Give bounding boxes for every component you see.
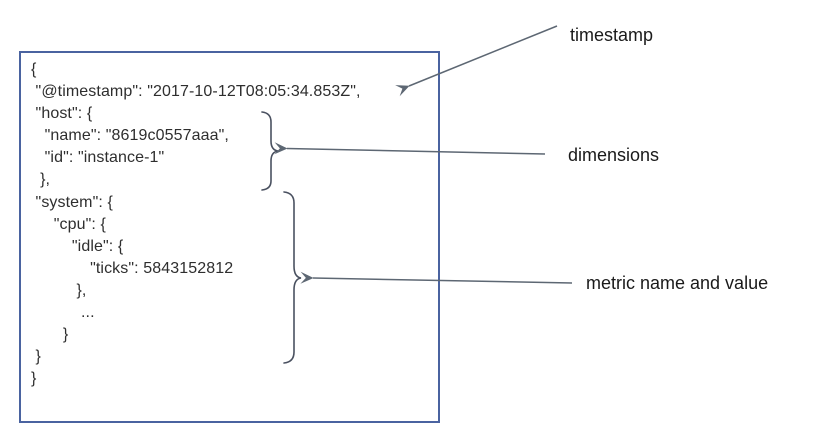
timestamp-label: timestamp bbox=[570, 25, 654, 45]
metric-name-and-value-label: metric name and value bbox=[586, 273, 769, 293]
json-document-box: { "@timestamp": "2017-10-12T08:05:34.853… bbox=[19, 51, 440, 423]
json-code: { "@timestamp": "2017-10-12T08:05:34.853… bbox=[31, 61, 361, 388]
dimensions-label: dimensions bbox=[568, 145, 660, 165]
